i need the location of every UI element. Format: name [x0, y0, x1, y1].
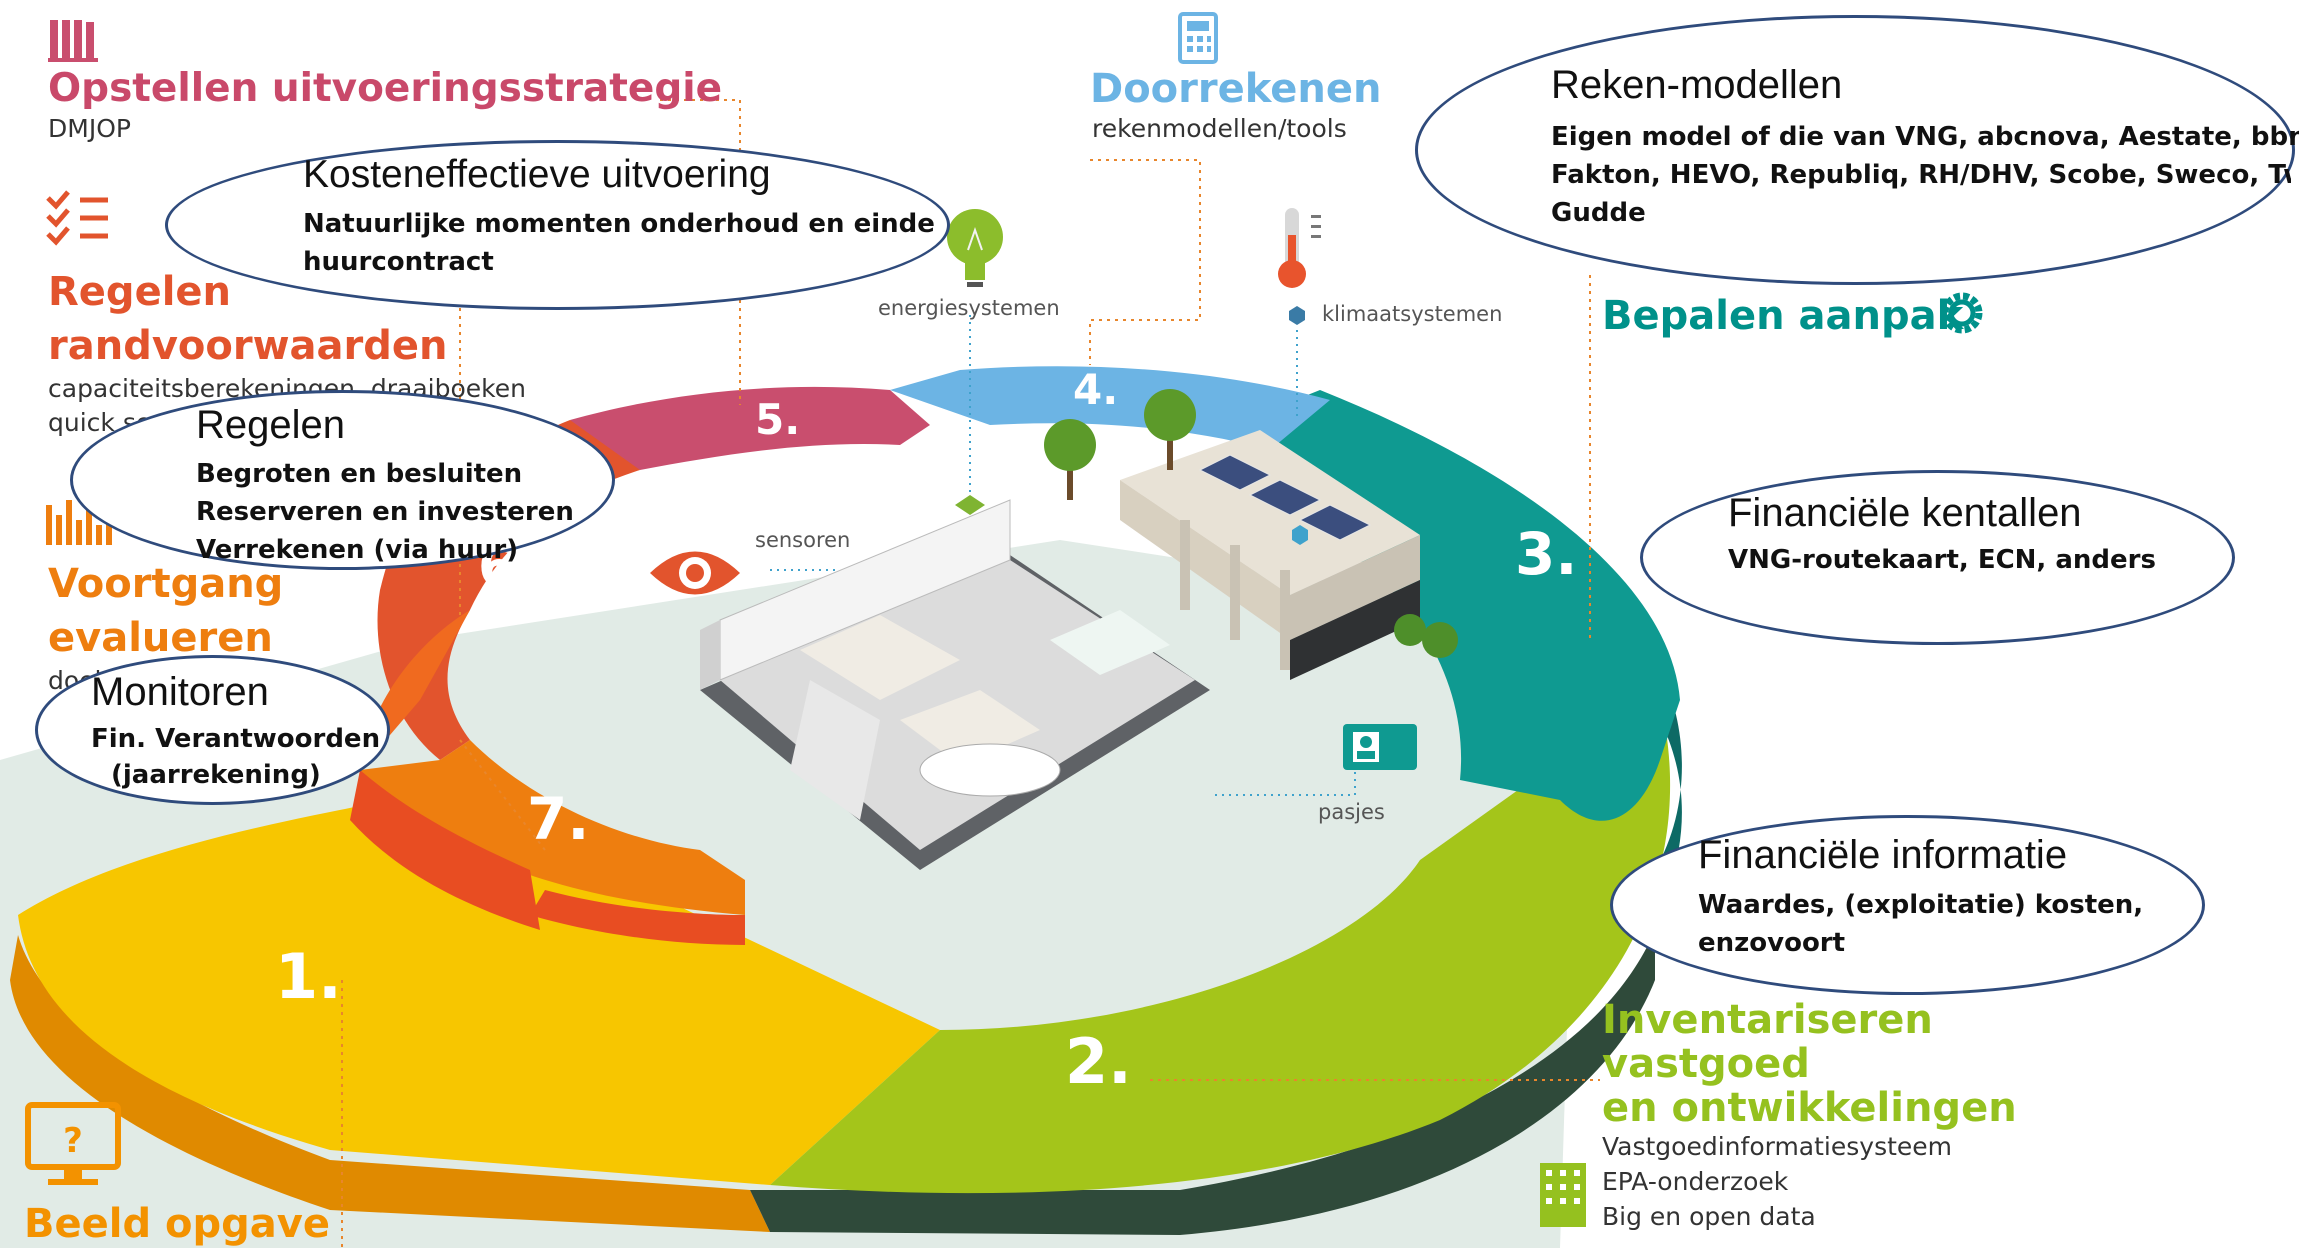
- category-1-title: Beeld opgave: [24, 1201, 330, 1247]
- energy-systems-label: energiesystemen: [878, 296, 1060, 320]
- callout-calc-models: Reken-modellen Eigen model of die van VN…: [1415, 15, 2299, 285]
- segment-7-base: [530, 890, 745, 945]
- callout-cost-effective-line1: Natuurlijke momenten onderhoud en einde: [303, 209, 935, 239]
- segment-number-5: 5.: [755, 395, 801, 444]
- callout-financial-info-line1: Waardes, (exploitatie) kosten,: [1698, 890, 2144, 920]
- segment-2: [770, 700, 1671, 1194]
- callout-financial-info-line2: enzovoort: [1698, 928, 1846, 958]
- segment-number-7: 7.: [527, 785, 590, 853]
- badges-label: pasjes: [1318, 800, 1385, 824]
- category-2-item-1: Vastgoedinformatiesysteem: [1602, 1132, 1953, 1161]
- callout-arrange-line2: Reserveren en investeren: [196, 497, 574, 527]
- callout-calc-models-line3: Gudde: [1551, 198, 1646, 228]
- category-2-item-3: Big en open data: [1602, 1202, 1816, 1231]
- eye-icon: [650, 551, 740, 595]
- callout-arrange-line1: Begroten en besluiten: [196, 459, 523, 489]
- thermometer-icon: [1278, 208, 1321, 288]
- callout-calc-models-line2: Fakton, HEVO, Republiq, RH/DHV, Scobe, S…: [1551, 160, 2291, 190]
- bar-chart-icon: [46, 500, 112, 545]
- climate-marker: [1292, 525, 1308, 545]
- office-building-icon: [1540, 1163, 1586, 1227]
- callout-cost-effective-line2: huurcontract: [303, 247, 494, 277]
- segment-4: [890, 366, 1330, 450]
- callout-arrange-line3: Verrekenen (via huur): [196, 535, 519, 565]
- callout-arrange: Regelen Begroten en besluiten Reserveren…: [70, 390, 615, 570]
- callout-financial-info-title: Financiële informatie: [1698, 833, 2068, 877]
- category-6-title-line2: randvoorwaarden: [48, 323, 448, 369]
- callout-cost-effective-title: Kosteneffectieve uitvoering: [303, 153, 771, 196]
- calculator-icon: [1178, 12, 1218, 64]
- callout-arrange-title: Regelen: [196, 403, 346, 447]
- segment-number-2: 2.: [1065, 1025, 1132, 1098]
- books-icon: [48, 20, 98, 62]
- segment-number-3: 3.: [1515, 520, 1578, 588]
- callout-monitoring-line1: Fin. Verantwoorden: [91, 724, 381, 754]
- trees: [1044, 389, 1458, 658]
- callout-financial-ratios-title: Financiële kentallen: [1728, 491, 2082, 535]
- garage-roof: [1120, 430, 1420, 595]
- callout-calc-models-title: Reken-modellen: [1551, 63, 1843, 107]
- segment-5: [570, 386, 930, 470]
- segment-7: [360, 740, 745, 915]
- category-7-title-line1: Voortgang: [48, 561, 284, 607]
- solar-panels: [1198, 454, 1272, 491]
- category-4-subtitle: rekenmodellen/tools: [1092, 114, 1347, 143]
- segment-number-1: 1.: [275, 940, 342, 1013]
- segment-1: [18, 800, 940, 1185]
- category-7-title-line2: evalueren: [48, 615, 273, 661]
- climate-systems-label: klimaatsystemen: [1322, 302, 1503, 326]
- callout-financial-ratios-line1: VNG-routekaart, ECN, anders: [1728, 545, 2156, 575]
- callout-cost-effective: Kosteneffectieve uitvoering Natuurlijke …: [165, 140, 950, 310]
- category-2-title-line3: en ontwikkelingen: [1602, 1085, 2017, 1131]
- svg-text:?: ?: [63, 1121, 83, 1161]
- category-5-subtitle: DMJOP: [48, 114, 131, 143]
- category-2-item-2: EPA-onderzoek: [1602, 1167, 1789, 1196]
- callout-monitoring-line2: (jaarrekening): [111, 760, 321, 790]
- category-6-title-line1: Regelen: [48, 269, 232, 315]
- category-2-title-line2: vastgoed: [1602, 1041, 1810, 1087]
- monitor-question-icon: ?: [25, 1102, 121, 1185]
- callout-financial-ratios: Financiële kentallen VNG-routekaart, ECN…: [1640, 470, 2235, 645]
- callout-monitoring-title: Monitoren: [91, 670, 269, 714]
- sensors-label: sensoren: [755, 528, 851, 552]
- checklist-icon: [46, 190, 108, 246]
- callout-financial-info: Financiële informatie Waardes, (exploita…: [1610, 815, 2205, 995]
- callout-calc-models-line1: Eigen model of die van VNG, abcnova, Aes…: [1551, 122, 2299, 152]
- segment-number-4: 4.: [1073, 365, 1119, 414]
- category-2-title-line1: Inventariseren: [1602, 997, 1933, 1043]
- category-4-title: Doorrekenen: [1090, 66, 1382, 112]
- segment-3: [1270, 390, 1680, 821]
- category-5-title: Opstellen uitvoeringsstrategie: [48, 66, 723, 111]
- category-3-title: Bepalen aanpak: [1602, 293, 1964, 339]
- sensor-lines: [770, 315, 1356, 796]
- energy-marker: [955, 495, 985, 515]
- gear-icon: [1941, 292, 1983, 334]
- badge-card-icon: [1343, 724, 1417, 770]
- light-bulb-icon: [947, 209, 1003, 287]
- callout-monitoring: Monitoren Fin. Verantwoorden (jaarrekeni…: [35, 655, 390, 805]
